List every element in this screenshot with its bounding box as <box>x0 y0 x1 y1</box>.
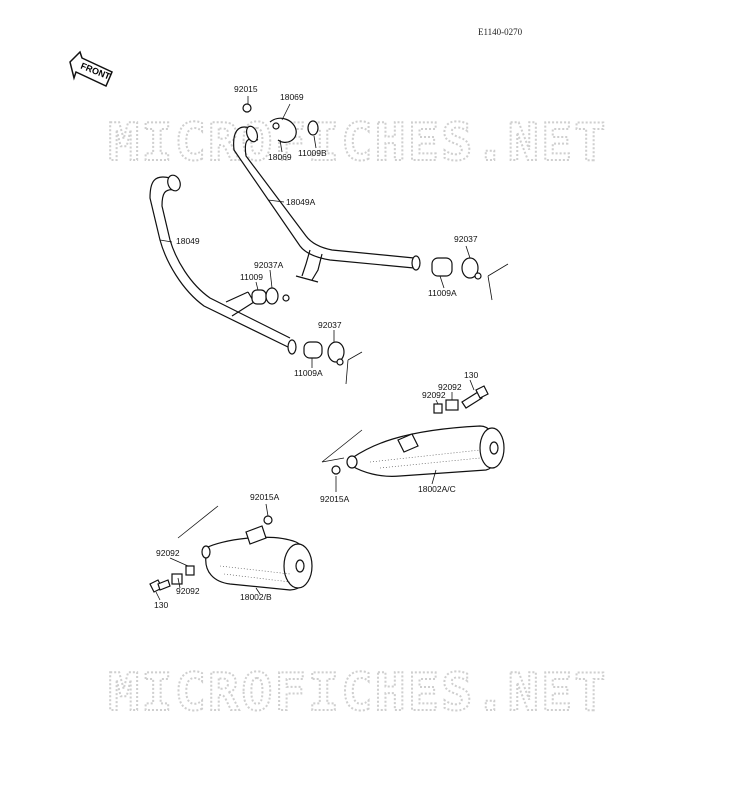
label-18049: 18049 <box>176 236 200 246</box>
label-11009: 11009 <box>240 272 263 282</box>
label-92092-r2: 92092 <box>422 390 446 400</box>
label-130-right: 130 <box>464 370 478 380</box>
gasket-clamp-lower <box>303 341 363 385</box>
label-92015a-left: 92015A <box>250 492 280 502</box>
label-92092-l1: 92092 <box>156 548 180 558</box>
front-arrow-icon: FRONT <box>69 50 113 88</box>
watermark-top: MICROFICHES.NET <box>108 113 608 173</box>
mount-bolts-left <box>149 565 195 593</box>
gasket-clamp-middle <box>251 287 290 305</box>
header-pipe-18049a <box>233 125 421 283</box>
label-18002ac: 18002A/C <box>418 484 456 494</box>
label-11009a-right: 11009A <box>428 288 457 298</box>
label-92015a-right: 92015A <box>320 494 350 504</box>
label-92092-r1: 92092 <box>438 382 462 392</box>
label-18002b: 18002/B <box>240 592 272 602</box>
label-92092-l2: 92092 <box>176 586 200 596</box>
mount-bolts-right <box>433 385 489 414</box>
label-11009b: 11009B <box>298 148 327 158</box>
label-130-left: 130 <box>154 600 168 610</box>
muffler-18002ac <box>321 425 505 477</box>
label-18069-bottom: 18069 <box>268 152 292 162</box>
muffler-18002b <box>177 505 313 591</box>
label-18049a: 18049A <box>286 197 316 207</box>
label-92037-mid: 92037 <box>318 320 342 330</box>
label-11009a-mid: 11009A <box>294 368 323 378</box>
label-18069-top: 18069 <box>280 92 304 102</box>
flange-18069 <box>242 103 319 143</box>
label-92015: 92015 <box>234 84 258 94</box>
diagram-code: E1140-0270 <box>478 27 523 37</box>
label-92037-right: 92037 <box>454 234 478 244</box>
watermark-bottom: MICROFICHES.NET <box>108 663 608 723</box>
label-92037a: 92037A <box>254 260 284 270</box>
leader-lines <box>155 96 475 601</box>
